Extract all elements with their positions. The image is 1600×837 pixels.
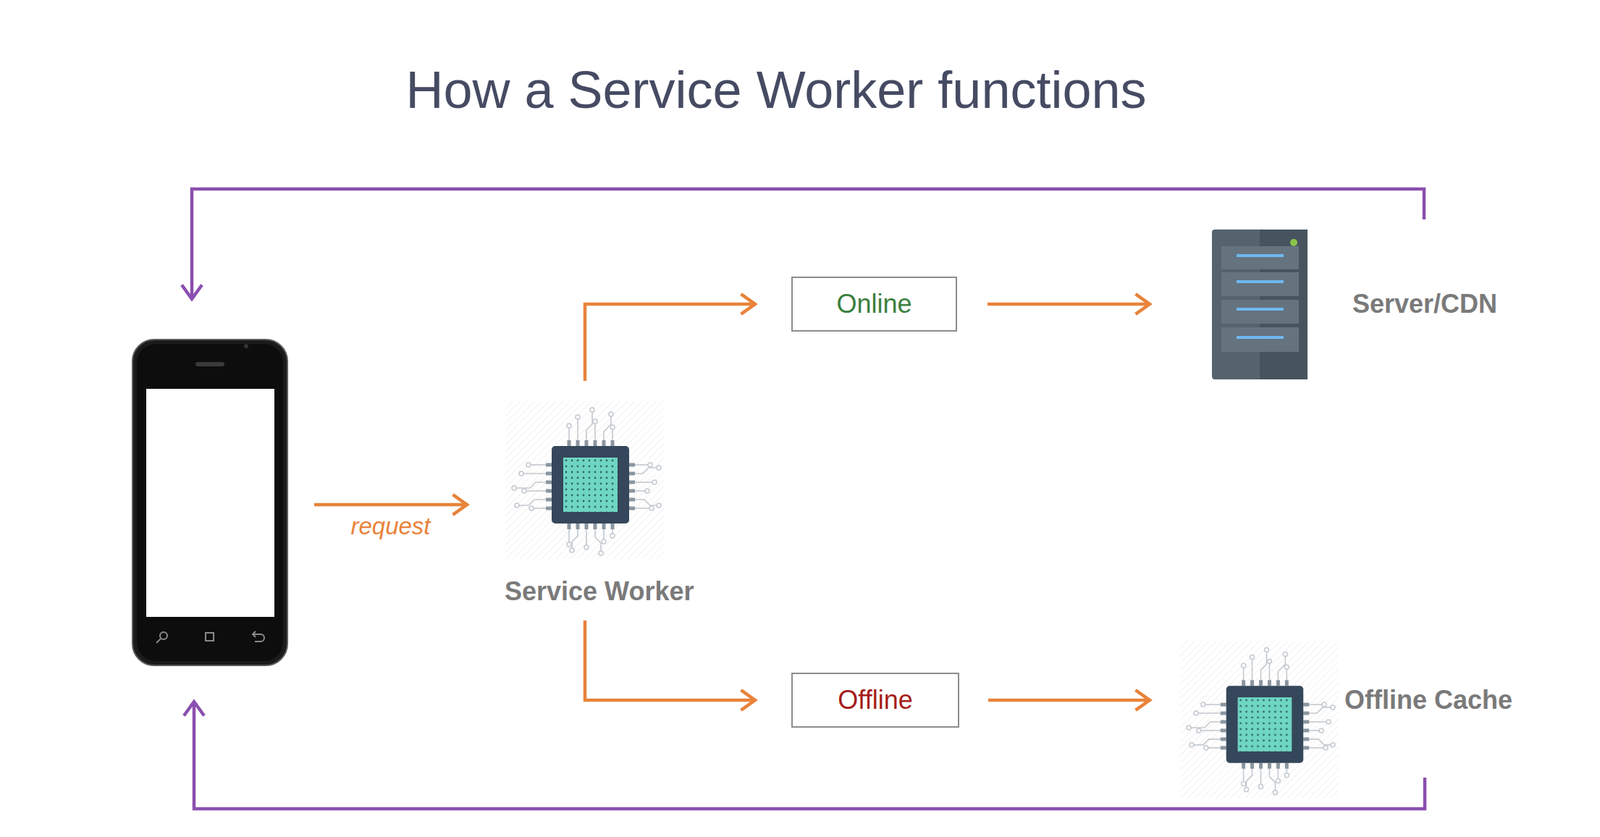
service-worker: Service Worker	[504, 401, 666, 610]
edge-label: request	[348, 512, 433, 541]
node-label: Offline Cache	[1344, 684, 1513, 716]
flow-arrow	[988, 689, 1150, 711]
server-illustration	[1211, 229, 1308, 380]
diagram-title: How a Service Worker functions	[405, 59, 1147, 121]
state-box: Offline	[791, 672, 960, 728]
phone-illustration	[132, 339, 288, 666]
flow-arrow	[584, 293, 756, 381]
state-label: Online	[836, 288, 912, 320]
flow-arrow	[584, 620, 756, 711]
node-label: Server/CDN	[1352, 288, 1498, 320]
flow-arrow	[987, 293, 1150, 315]
state-box: Online	[791, 276, 958, 332]
server-node: Server/CDN	[1211, 229, 1531, 380]
service-worker-chip	[505, 401, 665, 559]
cache-node: Offline Cache	[1180, 640, 1543, 778]
flow-arrow	[314, 494, 467, 515]
node-label: Service Worker	[504, 576, 666, 607]
state-label: Offline	[837, 684, 913, 716]
cache-chip	[1180, 640, 1339, 798]
phone	[132, 339, 288, 666]
